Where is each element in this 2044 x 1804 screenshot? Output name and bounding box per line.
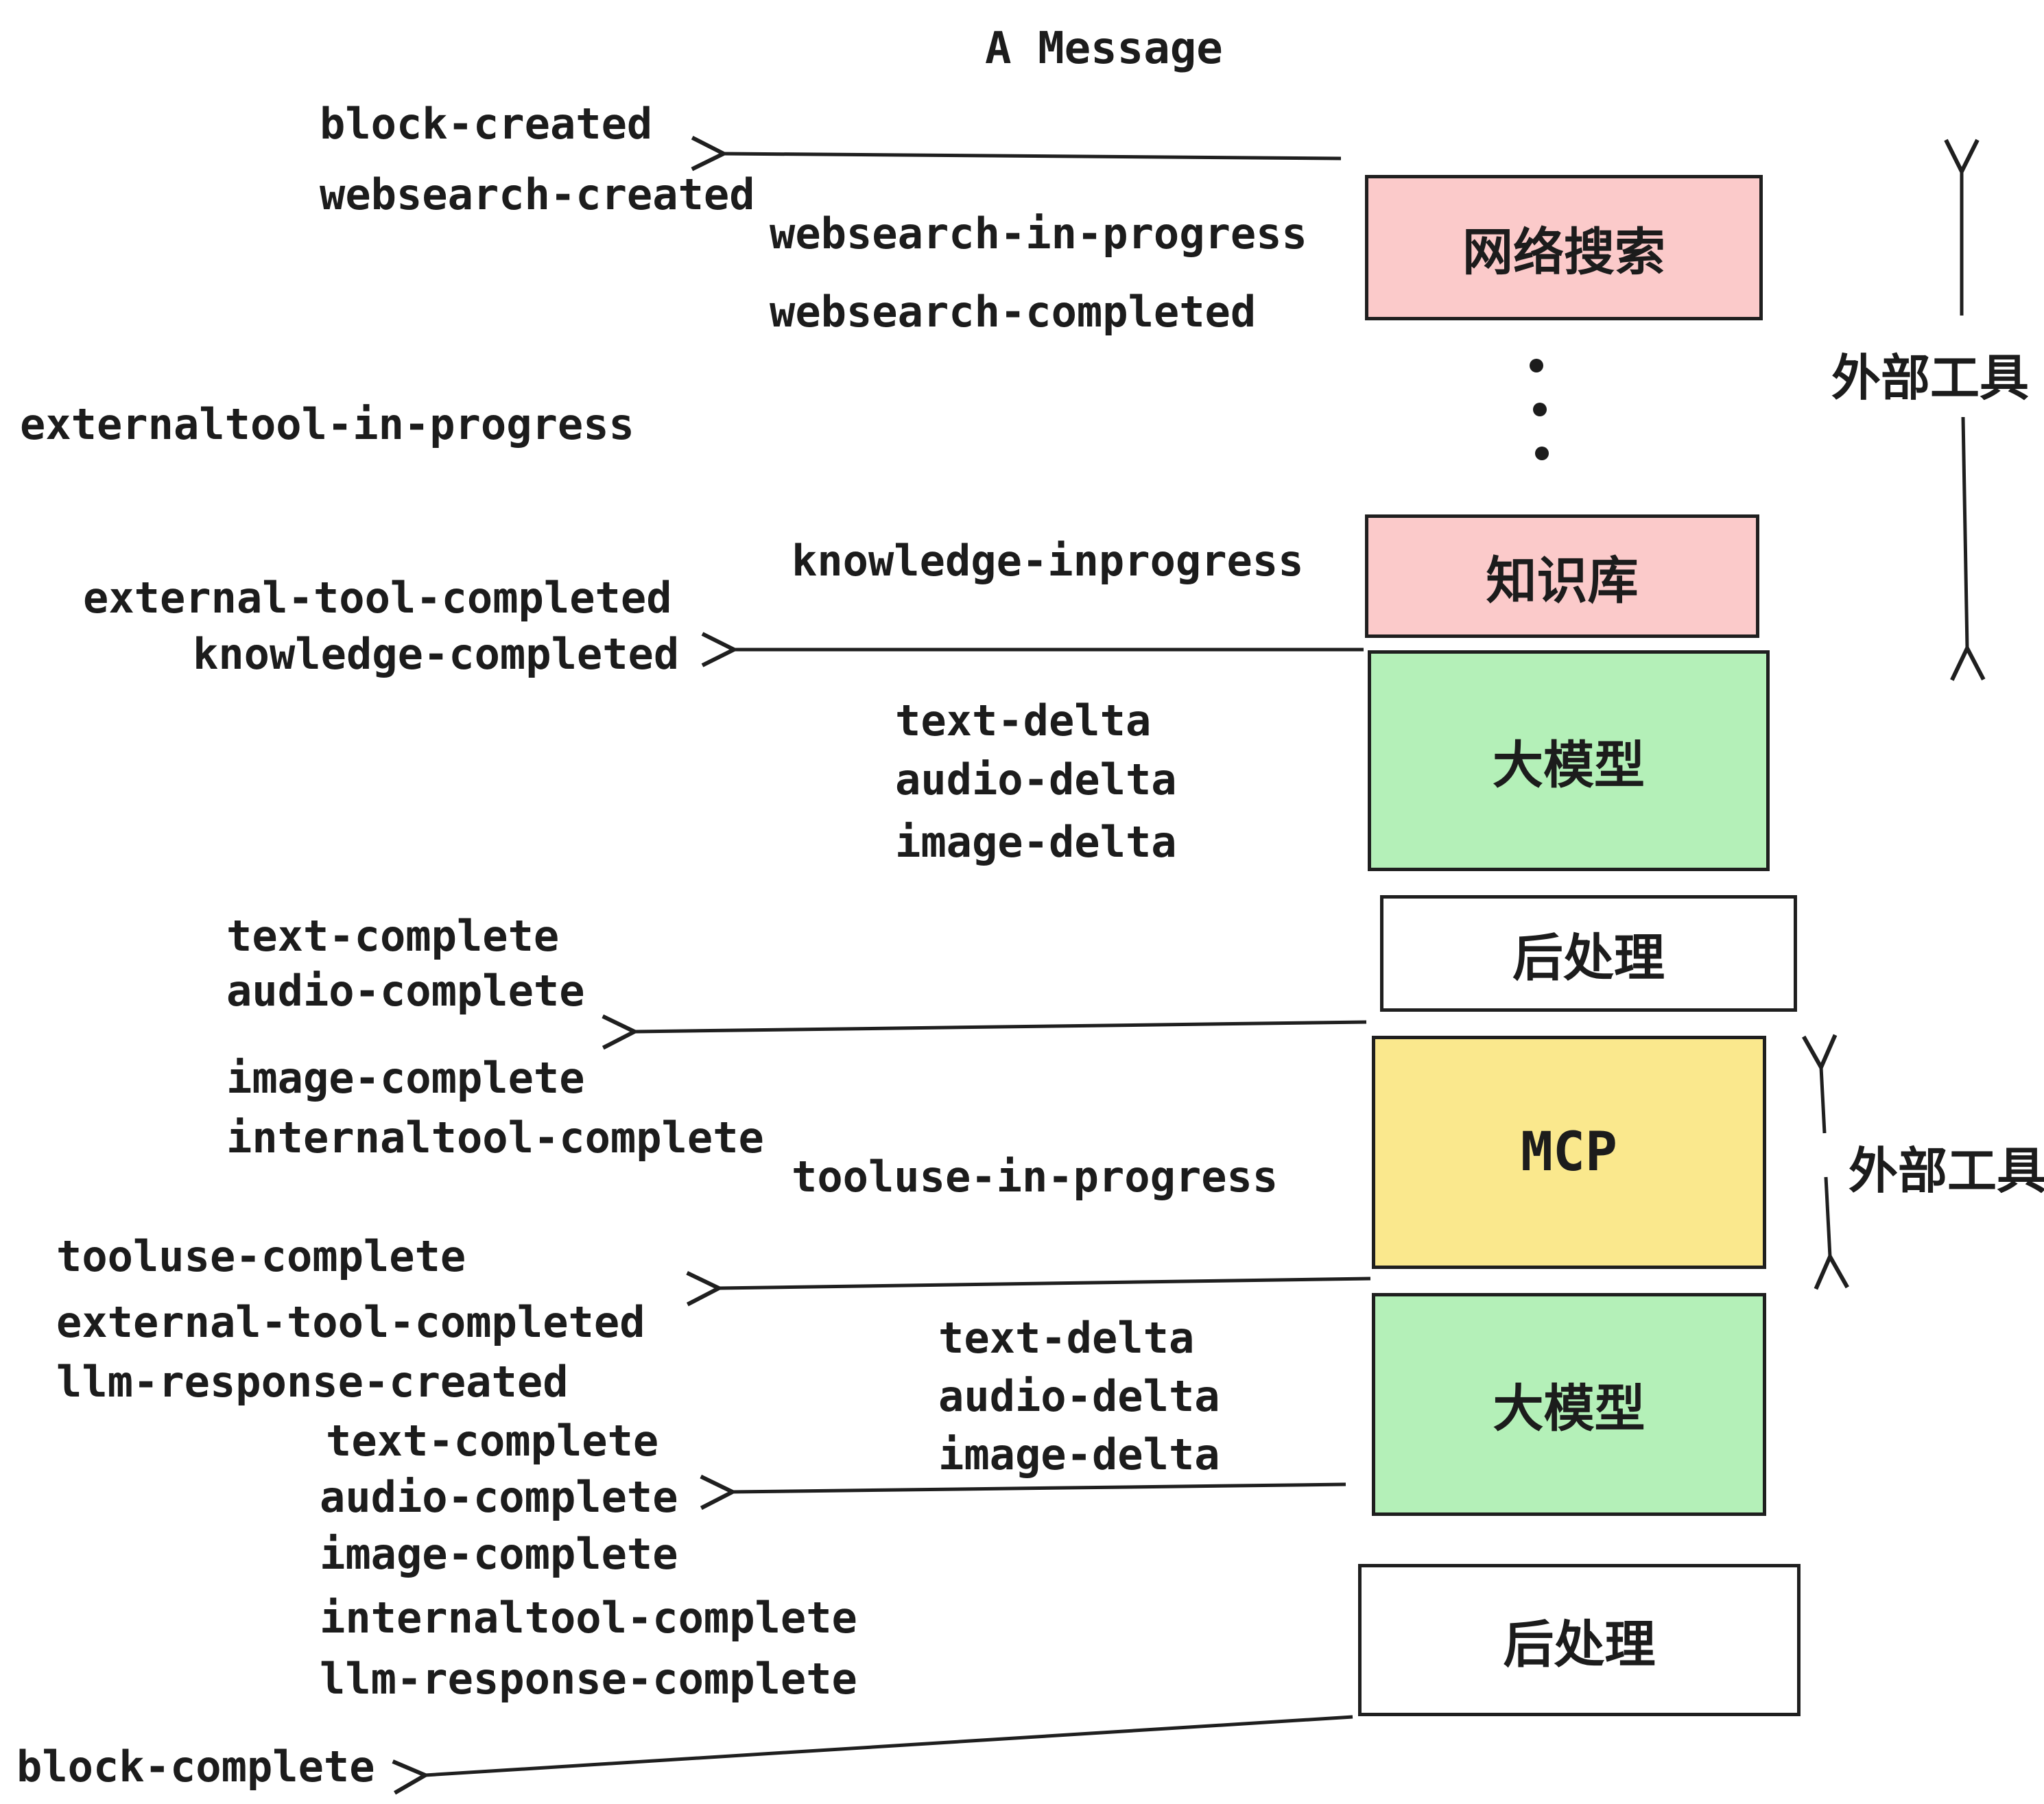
event-external-tool-completed-1: external-tool-completed <box>83 573 672 623</box>
event-text-complete-2: text-complete <box>326 1416 659 1466</box>
event-audio-complete-1: audio-complete <box>226 966 585 1016</box>
external-tools-arrow-down-2 <box>1826 1176 1830 1257</box>
external-tools-label-top: 外部工具 <box>1831 349 2030 407</box>
event-websearch-created: websearch-created <box>320 169 755 219</box>
box-postprocess-2: 后处理 <box>1358 1564 1801 1716</box>
event-block-complete: block-complete <box>16 1742 375 1792</box>
event-image-complete-1: image-complete <box>226 1053 585 1103</box>
arrow-tooluse-complete <box>719 1279 1371 1288</box>
event-image-delta-2: image-delta <box>938 1429 1220 1480</box>
box-llm-1: 大模型 <box>1368 650 1770 871</box>
event-llm-response-complete: llm-response-complete <box>320 1654 857 1704</box>
event-external-tool-completed-2: external-tool-completed <box>56 1297 645 1347</box>
event-block-created: block-created <box>320 99 653 149</box>
event-tooluse-in-progress: tooluse-in-progress <box>792 1152 1279 1202</box>
event-knowledge-completed: knowledge-completed <box>193 629 680 679</box>
event-text-delta-1: text-delta <box>895 696 1152 746</box>
event-knowledge-inprogress: knowledge-inprogress <box>792 536 1304 586</box>
arrow-audio-complete <box>733 1484 1346 1492</box>
box-postprocess-2-label: 后处理 <box>1503 1615 1656 1674</box>
page-title: A Message <box>985 23 1223 74</box>
box-llm-2: 大模型 <box>1372 1293 1766 1516</box>
box-postprocess-1: 后处理 <box>1380 895 1797 1012</box>
event-websearch-completed: websearch-completed <box>770 287 1257 337</box>
box-llm-2-label: 大模型 <box>1493 1379 1645 1438</box>
box-knowledge: 知识库 <box>1365 514 1759 638</box>
arrow-block-created <box>724 154 1342 158</box>
box-websearch: 网络搜索 <box>1365 175 1763 320</box>
arrow-image-complete <box>634 1022 1367 1032</box>
event-tooluse-complete: tooluse-complete <box>56 1231 466 1281</box>
event-externaltool-in-progress: externaltool-in-progress <box>20 399 634 449</box>
event-llm-response-created: llm-response-created <box>56 1357 569 1407</box>
event-text-complete-1: text-complete <box>226 911 560 961</box>
ellipsis-dots <box>1530 359 1549 460</box>
event-websearch-in-progress: websearch-in-progress <box>770 209 1307 259</box>
external-tools-arrow-up-2 <box>1821 1067 1825 1134</box>
event-image-complete-2: image-complete <box>320 1529 678 1579</box>
arrow-block-complete <box>425 1715 1353 1775</box>
box-websearch-label: 网络搜索 <box>1462 222 1665 282</box>
event-audio-delta-2: audio-delta <box>938 1371 1220 1421</box>
event-text-delta-2: text-delta <box>938 1313 1195 1363</box>
external-tools-arrow-down-1 <box>1963 416 1967 648</box>
event-internaltool-complete-1: internaltool-complete <box>226 1113 764 1163</box>
event-audio-complete-2: audio-complete <box>320 1472 678 1522</box>
box-llm-1-label: 大模型 <box>1493 735 1645 795</box>
external-tools-label-bottom: 外部工具 <box>1849 1142 2044 1200</box>
box-postprocess-1-label: 后处理 <box>1512 928 1665 988</box>
event-image-delta-1: image-delta <box>895 817 1177 867</box>
box-mcp: MCP <box>1372 1036 1766 1269</box>
box-knowledge-label: 知识库 <box>1486 551 1639 610</box>
event-internaltool-complete-2: internaltool-complete <box>320 1593 857 1643</box>
box-mcp-label: MCP <box>1521 1121 1617 1183</box>
event-audio-delta-1: audio-delta <box>895 755 1177 805</box>
